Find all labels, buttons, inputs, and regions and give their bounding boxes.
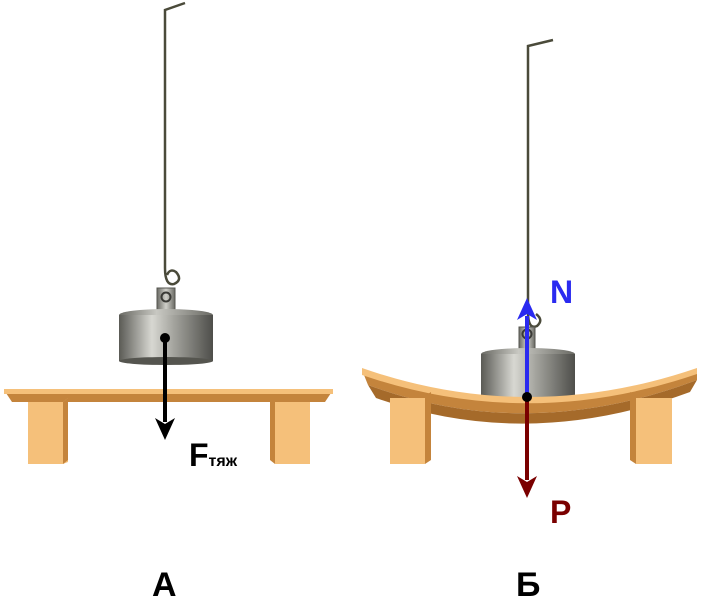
- normal-force-label: N: [550, 274, 574, 310]
- string-a: [163, 1, 186, 286]
- board-a: [4, 389, 333, 464]
- normal-force-arrow: [517, 298, 537, 397]
- weight-b: [481, 326, 575, 398]
- panel-a: [4, 1, 333, 464]
- gravity-arrow: [155, 333, 175, 440]
- panel-a-label: А: [152, 566, 177, 604]
- gravity-symbol: F: [189, 437, 209, 473]
- weight-a: [119, 287, 213, 365]
- gravity-subscript: тяж: [208, 453, 238, 470]
- panel-b: [362, 38, 697, 498]
- panel-b-label: Б: [516, 566, 541, 604]
- weight-force-label: P: [550, 494, 572, 530]
- board-b: [362, 368, 697, 464]
- weight-force-arrow: [517, 392, 537, 498]
- gravity-label: Fтяж: [189, 437, 237, 474]
- string-b: [526, 38, 554, 328]
